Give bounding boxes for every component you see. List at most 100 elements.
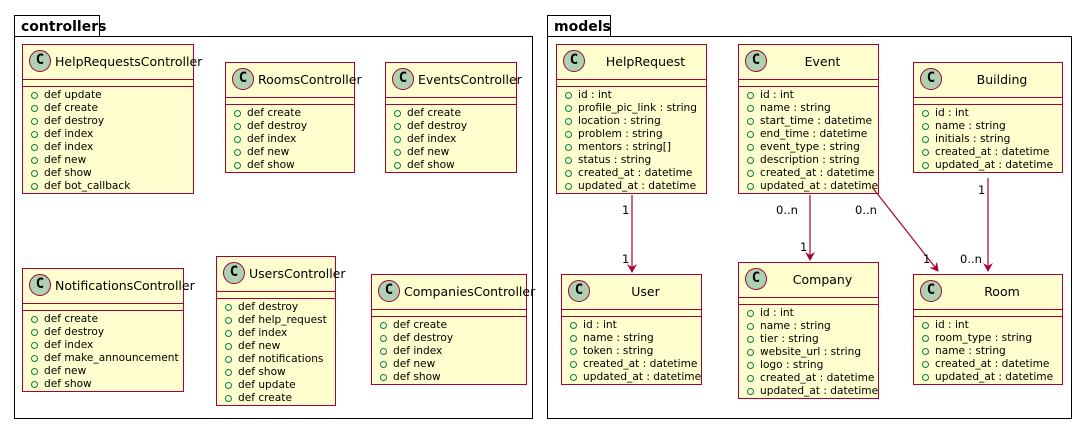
- class-member: id : int: [914, 107, 1062, 120]
- attributes-compartment: [739, 298, 878, 305]
- class-icon: C: [563, 50, 585, 72]
- class-icon: C: [223, 262, 245, 284]
- public-visibility-icon: [31, 92, 38, 99]
- class-member: tier : string: [739, 333, 878, 346]
- class-member: created_at : datetime: [562, 358, 701, 371]
- member-text: def index: [407, 133, 457, 145]
- class-member: def index: [226, 133, 354, 146]
- member-text: id : int: [935, 319, 969, 331]
- class-member: id : int: [914, 319, 1062, 332]
- public-visibility-icon: [570, 335, 577, 342]
- public-visibility-icon: [380, 322, 387, 329]
- public-visibility-icon: [31, 131, 38, 138]
- public-visibility-icon: [922, 374, 929, 381]
- class-member: def new: [23, 365, 183, 378]
- public-visibility-icon: [31, 368, 38, 375]
- class-icon: C: [29, 274, 51, 296]
- public-visibility-icon: [565, 183, 572, 190]
- public-visibility-icon: [922, 361, 929, 368]
- public-visibility-icon: [234, 162, 241, 169]
- member-text: website_url : string: [760, 346, 862, 358]
- mult-event-company-source: 0..n: [776, 203, 798, 217]
- member-text: created_at : datetime: [935, 358, 1050, 370]
- public-visibility-icon: [922, 110, 929, 117]
- public-visibility-icon: [225, 395, 232, 402]
- package-tab-controllers: controllers: [14, 15, 106, 37]
- class-member: created_at : datetime: [557, 167, 706, 180]
- member-text: def new: [393, 358, 436, 370]
- member-text: def new: [44, 154, 87, 166]
- class-name: EventsController: [418, 72, 522, 87]
- class-member: id : int: [562, 319, 701, 332]
- attributes-compartment: [217, 292, 335, 299]
- member-text: profile_pic_link : string: [578, 102, 697, 114]
- member-text: def show: [393, 371, 441, 383]
- public-visibility-icon: [565, 118, 572, 125]
- attributes-compartment: [23, 304, 183, 311]
- member-text: created_at : datetime: [760, 167, 875, 179]
- class-name: Room: [984, 284, 1020, 299]
- public-visibility-icon: [31, 105, 38, 112]
- member-text: def update: [44, 89, 102, 101]
- class-member: def new: [226, 146, 354, 159]
- public-visibility-icon: [31, 183, 38, 190]
- class-member: name : string: [914, 345, 1062, 358]
- class-icon: C: [920, 280, 942, 302]
- public-visibility-icon: [922, 335, 929, 342]
- class-member: name : string: [562, 332, 701, 345]
- class-member: description : string: [739, 154, 878, 167]
- member-text: name : string: [760, 320, 831, 332]
- class-header: C Room: [914, 275, 1062, 310]
- member-text: end_time : datetime: [760, 128, 868, 140]
- member-text: def create: [44, 102, 98, 114]
- public-visibility-icon: [31, 329, 38, 336]
- member-text: def new: [407, 146, 450, 158]
- member-text: updated_at : datetime: [935, 371, 1054, 383]
- member-text: def create: [407, 107, 461, 119]
- class-member: def make_announcement: [23, 352, 183, 365]
- member-text: def index: [238, 327, 288, 339]
- class-name: UsersController: [249, 266, 346, 281]
- class-member: def show: [23, 378, 183, 391]
- public-visibility-icon: [394, 123, 401, 130]
- member-text: def show: [407, 159, 455, 171]
- class-name: NotificationsController: [55, 278, 195, 293]
- attributes-compartment: [739, 80, 878, 87]
- class-member: def create: [372, 319, 526, 332]
- public-visibility-icon: [747, 144, 754, 151]
- public-visibility-icon: [747, 118, 754, 125]
- class-icon: C: [920, 68, 942, 90]
- mult-building-source: 1: [978, 183, 986, 197]
- class-header: C UsersController: [217, 257, 346, 292]
- class-name: RoomsController: [258, 72, 362, 87]
- class-member: location : string: [557, 115, 706, 128]
- class-icon: C: [378, 280, 400, 302]
- member-text: id : int: [578, 89, 612, 101]
- member-text: tier : string: [760, 333, 819, 345]
- class-member: initials : string: [914, 133, 1062, 146]
- class-member: def destroy: [217, 301, 335, 314]
- class-member: created_at : datetime: [914, 146, 1062, 159]
- class-member: end_time : datetime: [739, 128, 878, 141]
- member-text: updated_at : datetime: [760, 180, 879, 192]
- public-visibility-icon: [380, 374, 387, 381]
- class-header: C NotificationsController: [23, 269, 195, 304]
- class-icon: C: [29, 50, 51, 72]
- class-member: name : string: [914, 120, 1062, 133]
- class-name: HelpRequestsController: [55, 54, 203, 69]
- public-visibility-icon: [234, 149, 241, 156]
- member-text: created_at : datetime: [578, 167, 693, 179]
- public-visibility-icon: [234, 123, 241, 130]
- public-visibility-icon: [565, 144, 572, 151]
- public-visibility-icon: [747, 362, 754, 369]
- member-text: start_time : datetime: [760, 115, 873, 127]
